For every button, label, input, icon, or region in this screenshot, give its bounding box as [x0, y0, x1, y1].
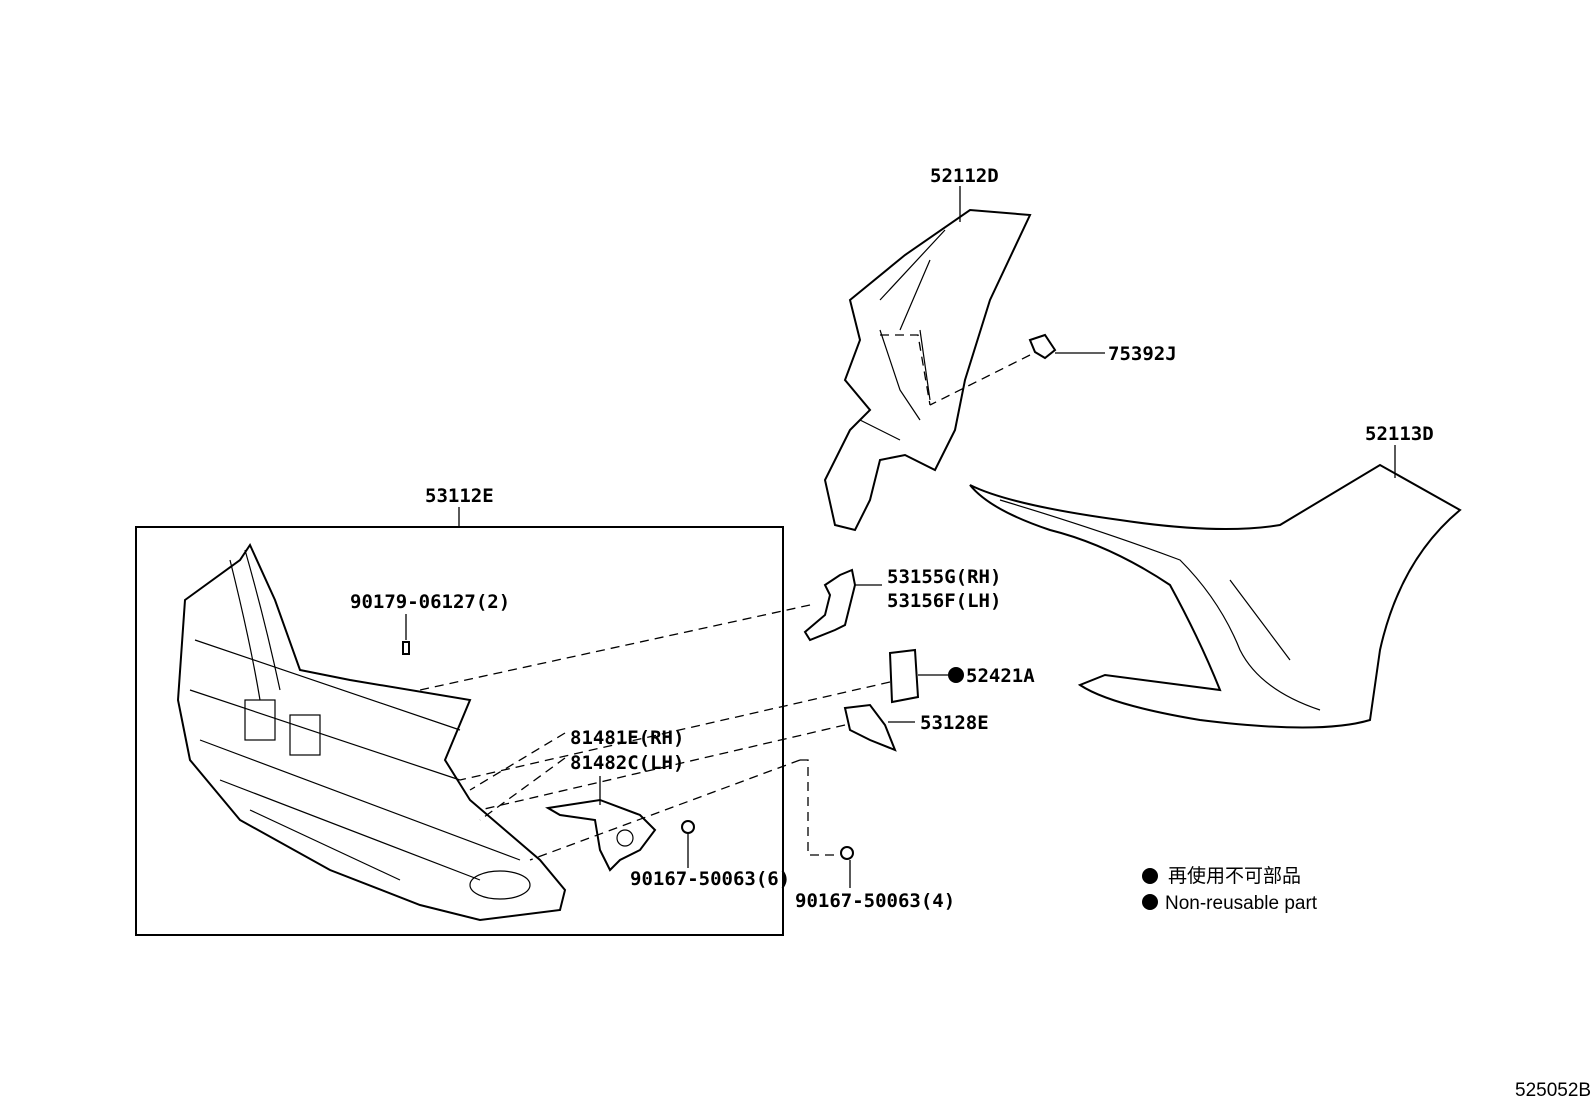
dash-53128E [479, 724, 846, 811]
label-53112E[interactable]: 53112E [425, 485, 494, 507]
part-52112D-drawing [823, 208, 1032, 532]
label-52113D[interactable]: 52113D [1365, 423, 1434, 445]
dash-81482C [479, 757, 566, 821]
label-90167-50063-4[interactable]: 90167-50063(4) [795, 890, 955, 912]
label-52421A[interactable]: 52421A [966, 665, 1035, 687]
legend: 再使用不可部品 Non-reusable part [1142, 865, 1318, 914]
legend-text-jp: 再使用不可部品 [1168, 865, 1301, 887]
figure-id: 525052B [1515, 1080, 1591, 1099]
dash-75392J [929, 354, 1031, 406]
part-52421A-drawing [888, 648, 920, 704]
dash-52421A [459, 681, 891, 781]
label-53155G[interactable]: 53155G(RH) [887, 566, 1001, 588]
dash-90167-4 [800, 759, 840, 856]
part-75392J-drawing [1028, 333, 1057, 360]
part-52113D-drawing [969, 463, 1462, 729]
dash-53155G [419, 604, 811, 691]
dash-81481E [469, 732, 566, 791]
non-reusable-marker [948, 667, 964, 683]
label-90167-50063-6[interactable]: 90167-50063(6) [630, 868, 790, 890]
label-90179-06127[interactable]: 90179-06127(2) [350, 591, 510, 613]
part-90167-6-drawing [681, 820, 695, 834]
part-53112E-grille-drawing [176, 542, 567, 922]
label-53128E[interactable]: 53128E [920, 712, 989, 734]
legend-text-en: Non-reusable part [1165, 893, 1318, 914]
label-52112D[interactable]: 52112D [930, 165, 999, 187]
part-90179-drawing [402, 641, 410, 655]
part-53128E-drawing [843, 703, 897, 752]
part-81481E-drawing [545, 798, 657, 872]
label-81481E[interactable]: 81481E(RH) [570, 727, 684, 749]
dash-90167 [529, 759, 801, 861]
label-75392J[interactable]: 75392J [1108, 343, 1177, 365]
part-53155G-drawing [803, 568, 857, 642]
legend-bullet-en [1142, 894, 1158, 910]
part-90167-4-drawing [840, 846, 854, 860]
legend-bullet-jp [1142, 868, 1158, 884]
label-81482C[interactable]: 81482C(LH) [570, 752, 684, 774]
label-53156F[interactable]: 53156F(LH) [887, 590, 1001, 612]
